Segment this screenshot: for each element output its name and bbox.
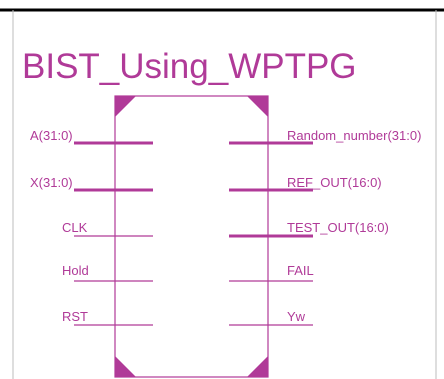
output-pin-label: TEST_OUT(16:0) xyxy=(287,220,389,235)
output-pin-label: REF_OUT(16:0) xyxy=(287,175,382,190)
input-pin-label: A(31:0) xyxy=(30,128,73,143)
pin-connectors xyxy=(74,141,313,326)
corner-marker-top-left xyxy=(115,96,136,117)
output-pin-label: Yw xyxy=(287,309,306,324)
input-pin-label: CLK xyxy=(62,220,88,235)
output-pin-label: FAIL xyxy=(287,263,314,278)
input-pin-label: X(31:0) xyxy=(30,175,73,190)
input-pin-label: Hold xyxy=(62,263,89,278)
corner-marker-top-right xyxy=(247,96,268,117)
input-pin-label: RST xyxy=(62,309,88,324)
corner-marker-bottom-right xyxy=(247,356,268,377)
corner-marker-bottom-left xyxy=(115,356,136,377)
diagram-title: BIST_Using_WPTPG xyxy=(22,47,357,86)
output-pin-label: Random_number(31:0) xyxy=(287,128,421,143)
